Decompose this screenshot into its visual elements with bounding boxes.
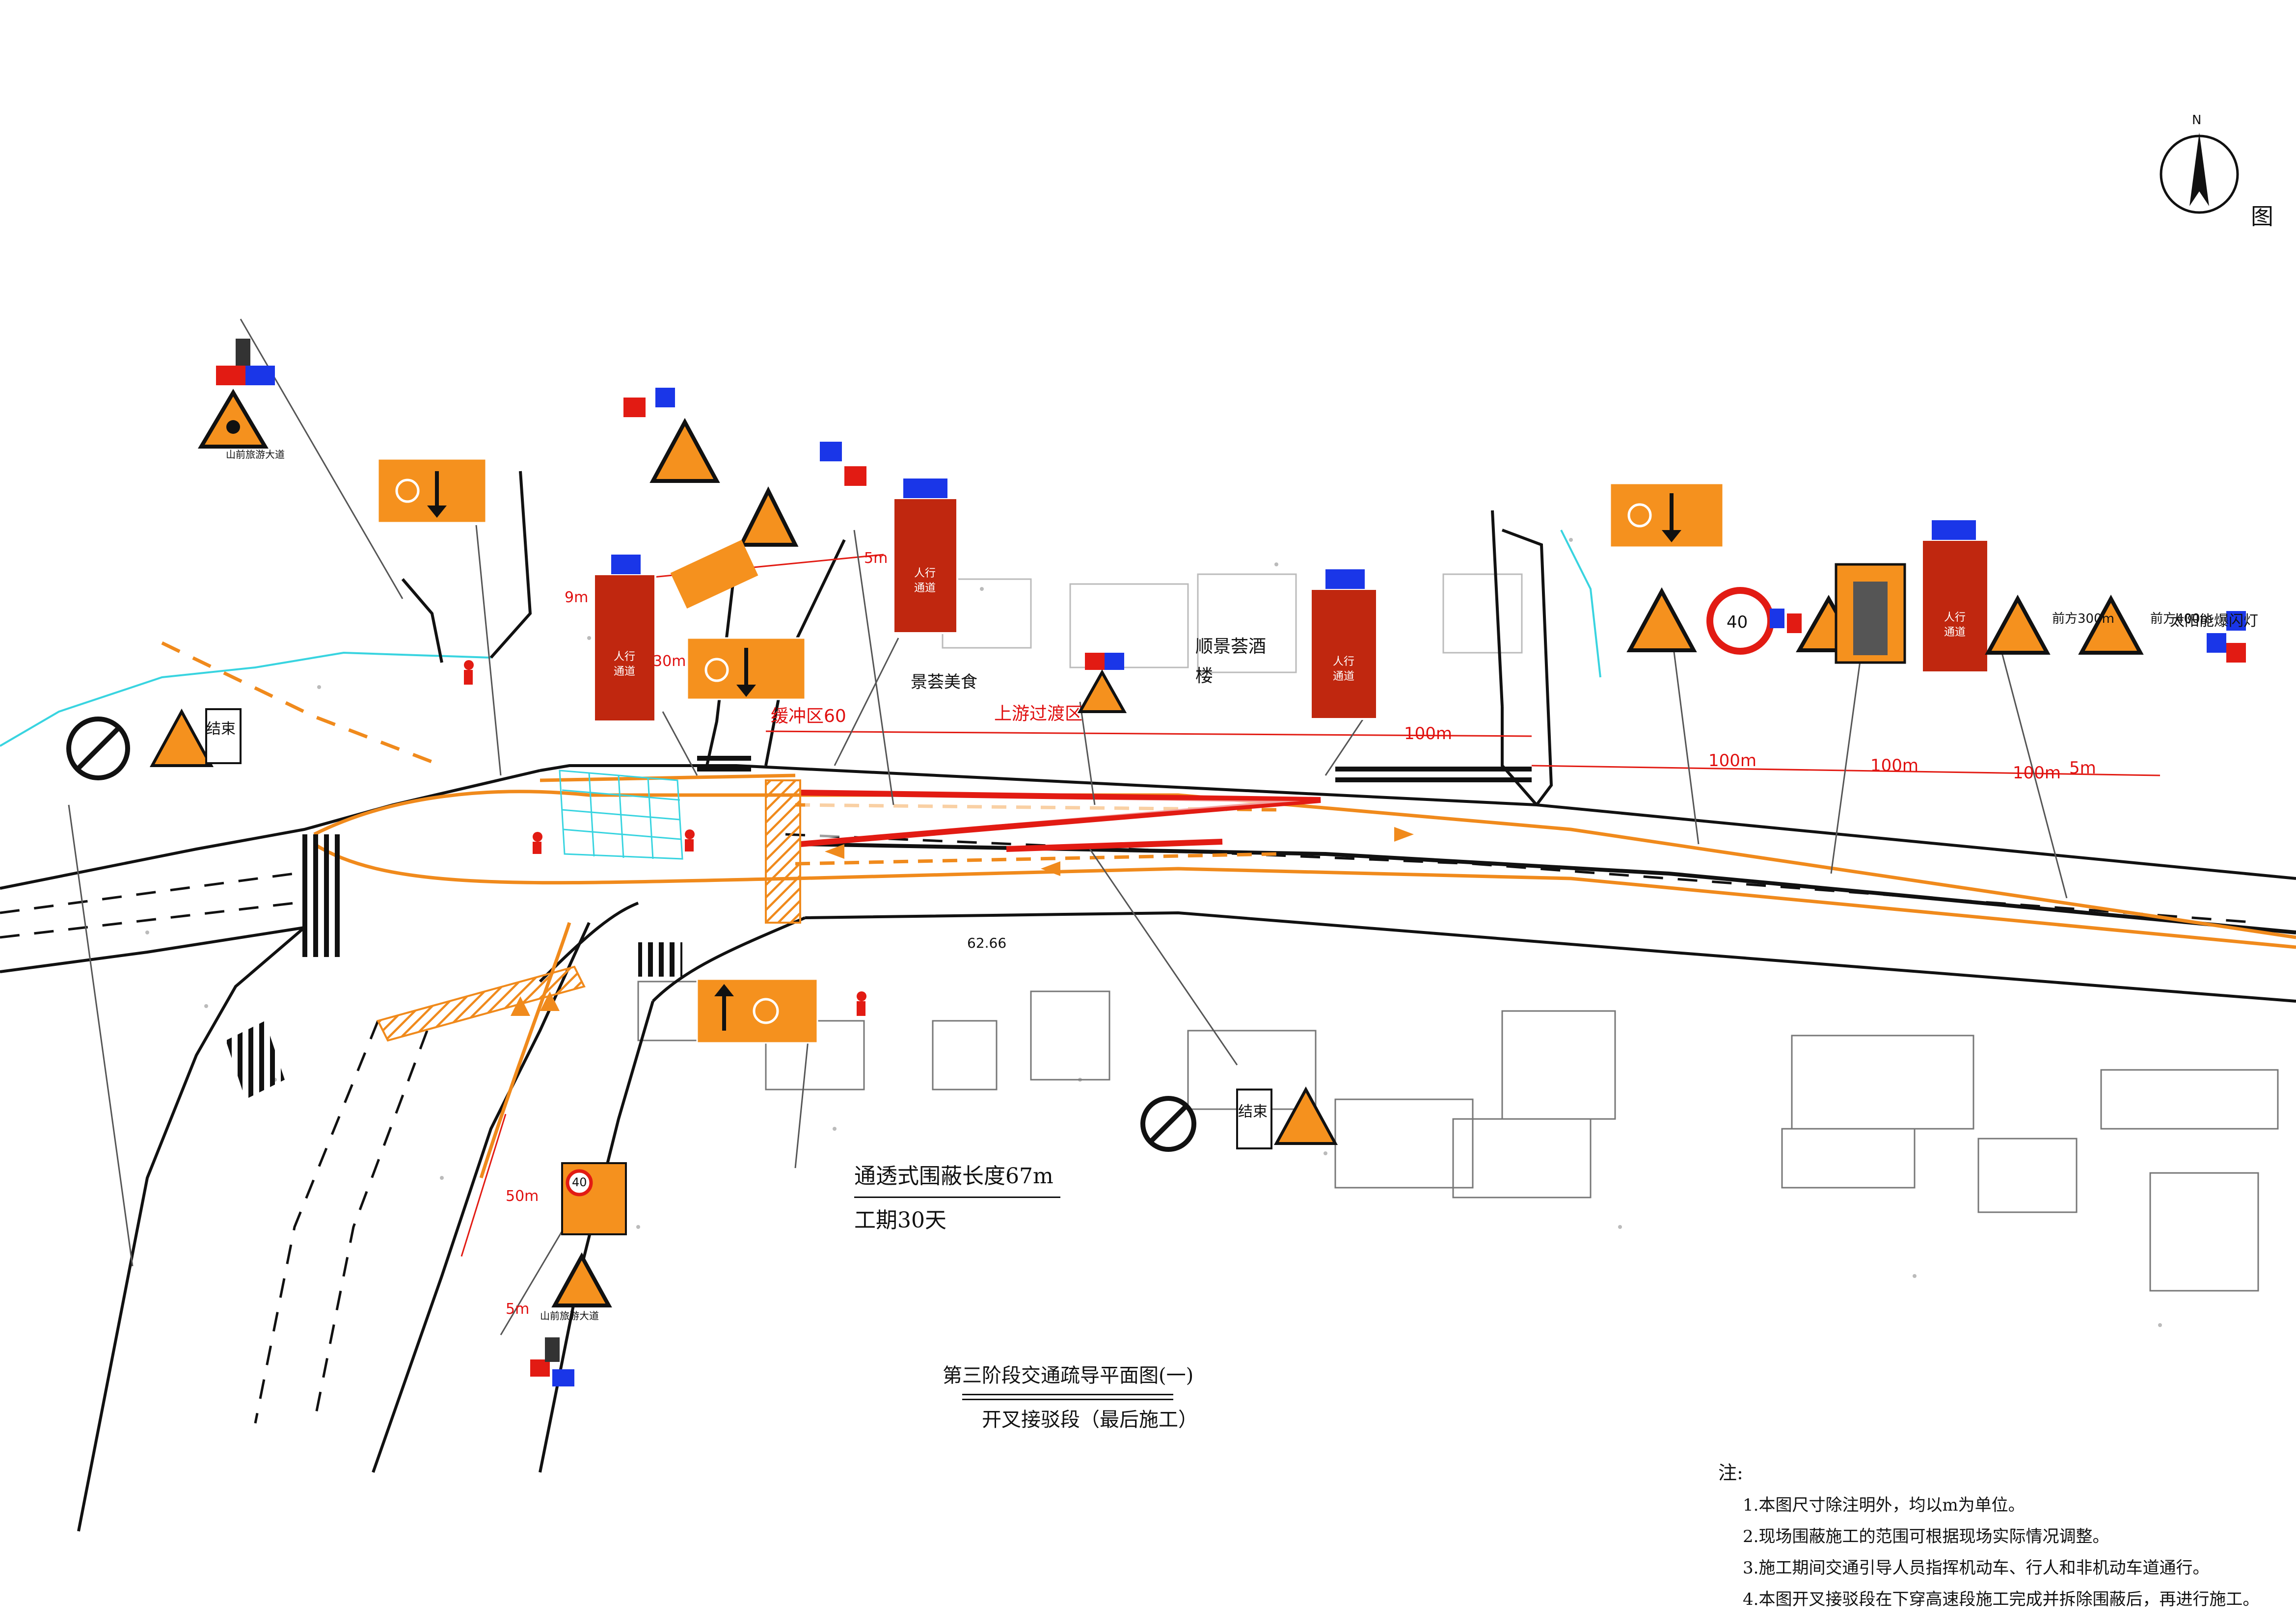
ahead-400m: 前方400m [2150, 612, 2213, 626]
sign-end-label-left: 结束 [206, 720, 236, 738]
dim-100m-top: 100m [1404, 724, 1453, 744]
dim-5m-top: 5m [864, 550, 888, 567]
north-arrow [2160, 133, 2239, 214]
place-jinghui-food: 景荟美食 [911, 672, 977, 692]
title-rule-2 [962, 1399, 1173, 1400]
traffic-controllers [464, 660, 866, 1016]
ped-line2-sign1: 通道 [614, 665, 636, 678]
corner-text: 图 [2251, 203, 2273, 230]
upstream-transition-label: 上游过渡区 [994, 704, 1083, 724]
sign-small-top [1077, 653, 1127, 713]
dim-100m-right-3: 100m [2013, 763, 2061, 783]
ped-line-sign4: 人行 [1944, 612, 1966, 624]
note-4: 4.本图开叉接驳段在下穿高速段施工完成并拆除围蔽后，再进行施工。 [1743, 1590, 2260, 1609]
duration: 工期30天 [854, 1208, 946, 1233]
crosswalk-right [1335, 766, 1532, 785]
sign-bike-left [377, 458, 487, 524]
dim-30m-top: 30m [653, 653, 686, 670]
dim-100m-right-2: 100m [1870, 756, 1919, 775]
ped-line2-sign4: 通道 [1944, 626, 1966, 639]
sign-warning-mid [623, 388, 866, 547]
water-boundary [0, 651, 491, 747]
place-hotel: 顺景荟酒 [1195, 637, 1267, 657]
note-1: 1.本图尺寸除注明外，均以m为单位。 [1743, 1495, 2025, 1515]
work-zone-fill [805, 798, 1301, 839]
ahead-300m: 前方300m [2052, 612, 2114, 626]
notes-heading: 注: [1718, 1462, 1743, 1484]
dim-5m-right: 5m [2069, 758, 2096, 778]
sign-bike-mid [686, 637, 806, 700]
hatched-block-upper [765, 779, 801, 924]
note-3: 3.施工期间交通引导人员指挥机动车、行人和非机动车道通行。 [1743, 1558, 2210, 1578]
sign-end-bottom [1140, 1086, 1338, 1152]
ped-line-sign3: 人行 [1333, 656, 1355, 668]
speed-limit-lower: 40 [572, 1175, 587, 1189]
sign-row-right [1626, 563, 2246, 664]
building-outlines-top [942, 573, 1523, 673]
enclosure-rule [854, 1197, 1060, 1198]
dim-100m-right-1: 100m [1708, 751, 1757, 771]
sign-bike-bottom [696, 978, 818, 1044]
dim-50m-lower: 50m [506, 1188, 539, 1205]
work-zone-enclosure [800, 790, 1321, 852]
remote-light-label: 太阳能爆闪灯 [2170, 612, 2258, 630]
crosswalk-lower-left [226, 1021, 285, 1099]
sign-red-3 [1310, 569, 1378, 720]
sign-bike-right [1609, 482, 1724, 548]
water-boundary-right [1560, 530, 1601, 678]
leader-lines [68, 319, 2068, 1335]
title-rule-1 [962, 1394, 1173, 1395]
sign-red-1 [593, 555, 656, 722]
crosswalk-top [697, 756, 751, 775]
speed-limit-value: 40 [1727, 612, 1748, 632]
sign-cluster-left [197, 339, 275, 449]
road-name-left: 山前旅游大道 [226, 449, 285, 460]
ped-line-sign2: 人行 [914, 567, 936, 580]
sign-red-2 [892, 479, 958, 634]
crosswalk-left [299, 834, 344, 957]
dim-6266: 62.66 [967, 935, 1007, 951]
crosswalk-bottom [638, 942, 682, 977]
orange-guide-lines [161, 641, 2296, 1179]
buffer-zone-label: 缓冲区60 [771, 706, 846, 726]
road-name-lower: 山前旅游大道 [540, 1310, 599, 1322]
notes-block: 注: 1.本图尺寸除注明外，均以m为单位。 2.现场围蔽施工的范围可根据现场实际… [1718, 1458, 2259, 1615]
sign-end-left [66, 708, 242, 780]
place-hotel-floor: 楼 [1195, 666, 1214, 686]
north-label: N [2192, 113, 2202, 128]
traffic-arrows [511, 827, 1414, 1016]
drawing-title: 第三阶段交通疏导平面图(一) [943, 1364, 1194, 1387]
sign-red-4 [1921, 520, 1989, 673]
building-outlines [637, 981, 2279, 1292]
sign-end-label-bottom: 结束 [1238, 1103, 1268, 1120]
ped-line2-sign3: 通道 [1333, 670, 1355, 683]
drawing-subtitle: 开叉接驳段（最后施工） [982, 1409, 1198, 1431]
cyan-grid [559, 770, 683, 860]
ped-line-sign1: 人行 [614, 651, 636, 663]
sign-cluster-lower [530, 1162, 627, 1386]
ped-line2-sign2: 通道 [914, 582, 936, 594]
dim-5m-lower: 5m [506, 1301, 530, 1318]
hatched-block-diagonal [377, 965, 586, 1042]
dim-9m: 9m [565, 589, 589, 606]
enclosure-length: 通透式围蔽长度67m [854, 1164, 1053, 1189]
sign-speed-tilted [670, 539, 758, 609]
note-2: 2.现场围蔽施工的范围可根据现场实际情况调整。 [1743, 1527, 2109, 1546]
